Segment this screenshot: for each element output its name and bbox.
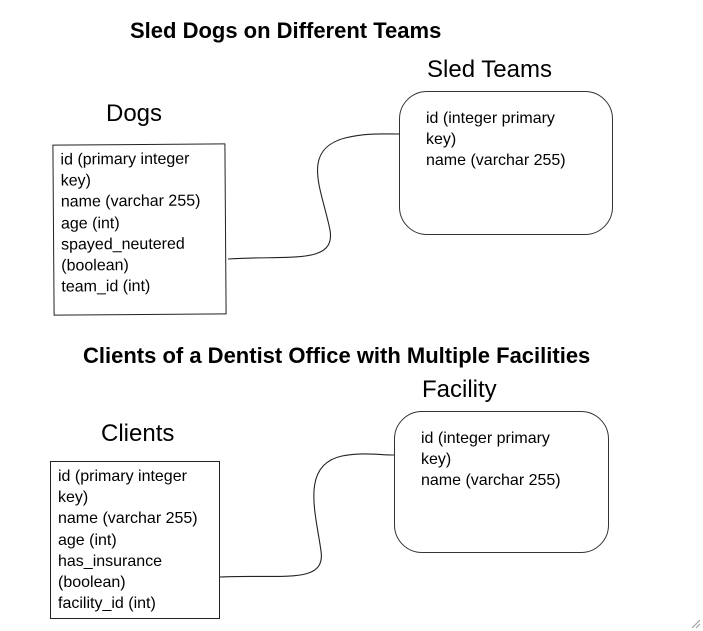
field-teams-id-cont: key) [426,131,457,149]
field-clients-age: age (int) [58,531,117,549]
entity-box-clients: id (primary integer key) name (varchar 2… [50,461,220,619]
relationship-line-clients-facility [218,453,395,578]
field-dogs-id: id (primary integer [60,150,190,169]
field-clients-insurance-type: (boolean) [58,574,126,592]
field-facility-id-cont: key) [421,451,452,469]
field-clients-id: id (primary integer [58,468,187,485]
entity-title-clients: Clients [101,420,175,447]
field-dogs-id-cont: key) [60,172,91,190]
field-dogs-spayed-type: (boolean) [61,257,129,275]
diagram-title-dentist-clients: Clients of a Dentist Office with Multipl… [83,343,591,368]
field-teams-id: id (integer primary [426,110,555,127]
field-clients-name: name (varchar 255) [58,510,198,528]
entity-box-facility: id (integer primary key) name (varchar 2… [394,411,609,553]
field-dogs-name: name (varchar 255) [60,192,201,211]
field-dogs-age: age (int) [60,214,120,233]
field-teams-name: name (varchar 255) [426,152,566,170]
entity-title-sled-teams: Sled Teams [427,56,552,83]
entity-box-sled-teams: id (integer primary key) name (varchar 2… [399,91,613,235]
entity-title-dogs: Dogs [106,100,163,127]
diagram-title-sled-dogs: Sled Dogs on Different Teams [130,18,442,43]
field-dogs-spayed: spayed_neutered [61,235,185,254]
field-facility-name: name (varchar 255) [421,472,561,490]
resize-grip-icon[interactable] [689,617,701,629]
field-dogs-team-id: team_id (int) [61,278,151,296]
field-facility-id: id (integer primary [421,430,550,447]
entity-title-facility: Facility [422,376,497,403]
relationship-line-dogs-teams [227,133,401,260]
entity-box-dogs: id (primary integer key) name (varchar 2… [52,143,227,316]
field-clients-id-cont: key) [58,489,89,507]
field-clients-facility-id: facility_id (int) [58,595,156,613]
field-clients-insurance: has_insurance [58,552,163,570]
